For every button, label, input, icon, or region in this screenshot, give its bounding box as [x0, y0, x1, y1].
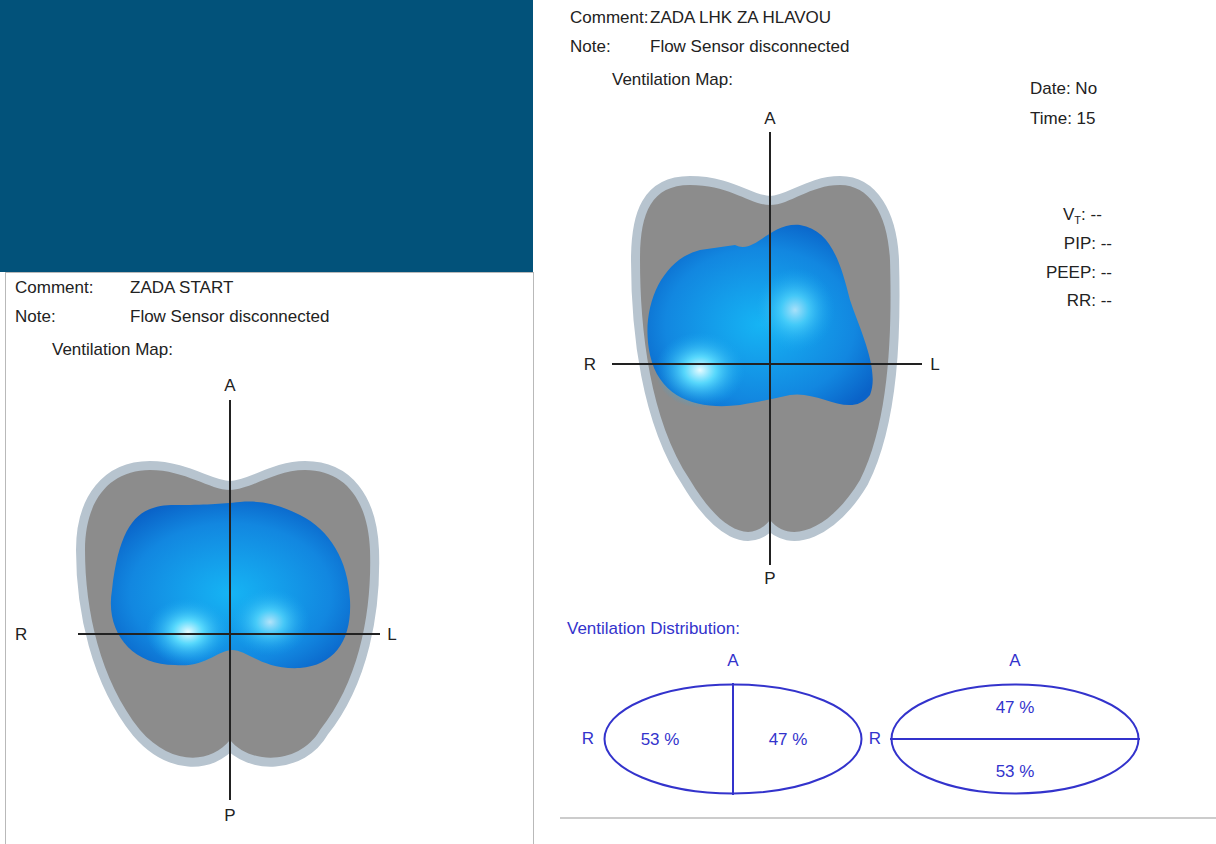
- percentage-value: 47 %: [996, 699, 1035, 716]
- report-label: A: [224, 377, 235, 394]
- percentage-value: 53 %: [641, 731, 680, 748]
- thorax-outline: [640, 185, 891, 532]
- axis-line: [769, 132, 771, 565]
- report-label: Date: No: [1030, 80, 1097, 97]
- report-label: Note:: [15, 308, 56, 325]
- report-label: Time: 15: [1030, 110, 1096, 127]
- percentage-value: 53 %: [996, 763, 1035, 780]
- axis-line: [612, 363, 922, 365]
- ventilation-hotspot: [755, 268, 835, 352]
- separator-line: [560, 818, 1216, 819]
- thorax-outline: [85, 470, 370, 758]
- percentage-value: 47 %: [769, 731, 808, 748]
- distribution-ellipse: 47 % 53 %: [890, 683, 1140, 795]
- report-label: T: [1074, 215, 1081, 226]
- report-label: Note:: [570, 38, 611, 55]
- report-label: ZADA START: [130, 279, 233, 296]
- report-label: Ventilation Distribution:: [567, 620, 740, 637]
- report-label: R: [582, 730, 594, 747]
- report-label: R: [15, 626, 27, 643]
- report-label: V: [1063, 206, 1074, 223]
- report-card: [6, 273, 534, 844]
- report-label: ZADA LHK ZA HLAVOU: [650, 9, 831, 26]
- axis-line: [229, 400, 231, 800]
- report-label: Ventilation Map:: [612, 71, 733, 88]
- report-label: R: [584, 356, 596, 373]
- report-label: Comment:: [15, 279, 93, 296]
- report-label: PIP: --: [1064, 235, 1112, 252]
- report-label: A: [727, 652, 738, 669]
- report-label: R: [869, 730, 881, 747]
- report-label: Flow Sensor disconnected: [650, 38, 849, 55]
- report-label: A: [764, 110, 775, 127]
- header-panel: [0, 0, 533, 272]
- report-label: Flow Sensor disconnected: [130, 308, 329, 325]
- report-label: L: [930, 356, 939, 373]
- report-label: P: [224, 807, 235, 824]
- report-label: PEEP: --: [1046, 264, 1112, 281]
- ventilation-hotspot: [655, 332, 745, 408]
- report-label: : --: [1081, 206, 1102, 223]
- report-label: A: [1009, 652, 1020, 669]
- report-card: [533, 0, 1216, 844]
- ventilation-hotspot: [146, 598, 230, 666]
- report-label: L: [387, 626, 396, 643]
- ventilation-hotspot: [230, 588, 310, 656]
- report-label: Comment:: [570, 9, 648, 26]
- report-label: RR: --: [1067, 292, 1112, 309]
- distribution-ellipse: 53 % 47 %: [603, 683, 863, 795]
- report-label: P: [764, 570, 775, 587]
- report-label: Ventilation Map:: [52, 341, 173, 358]
